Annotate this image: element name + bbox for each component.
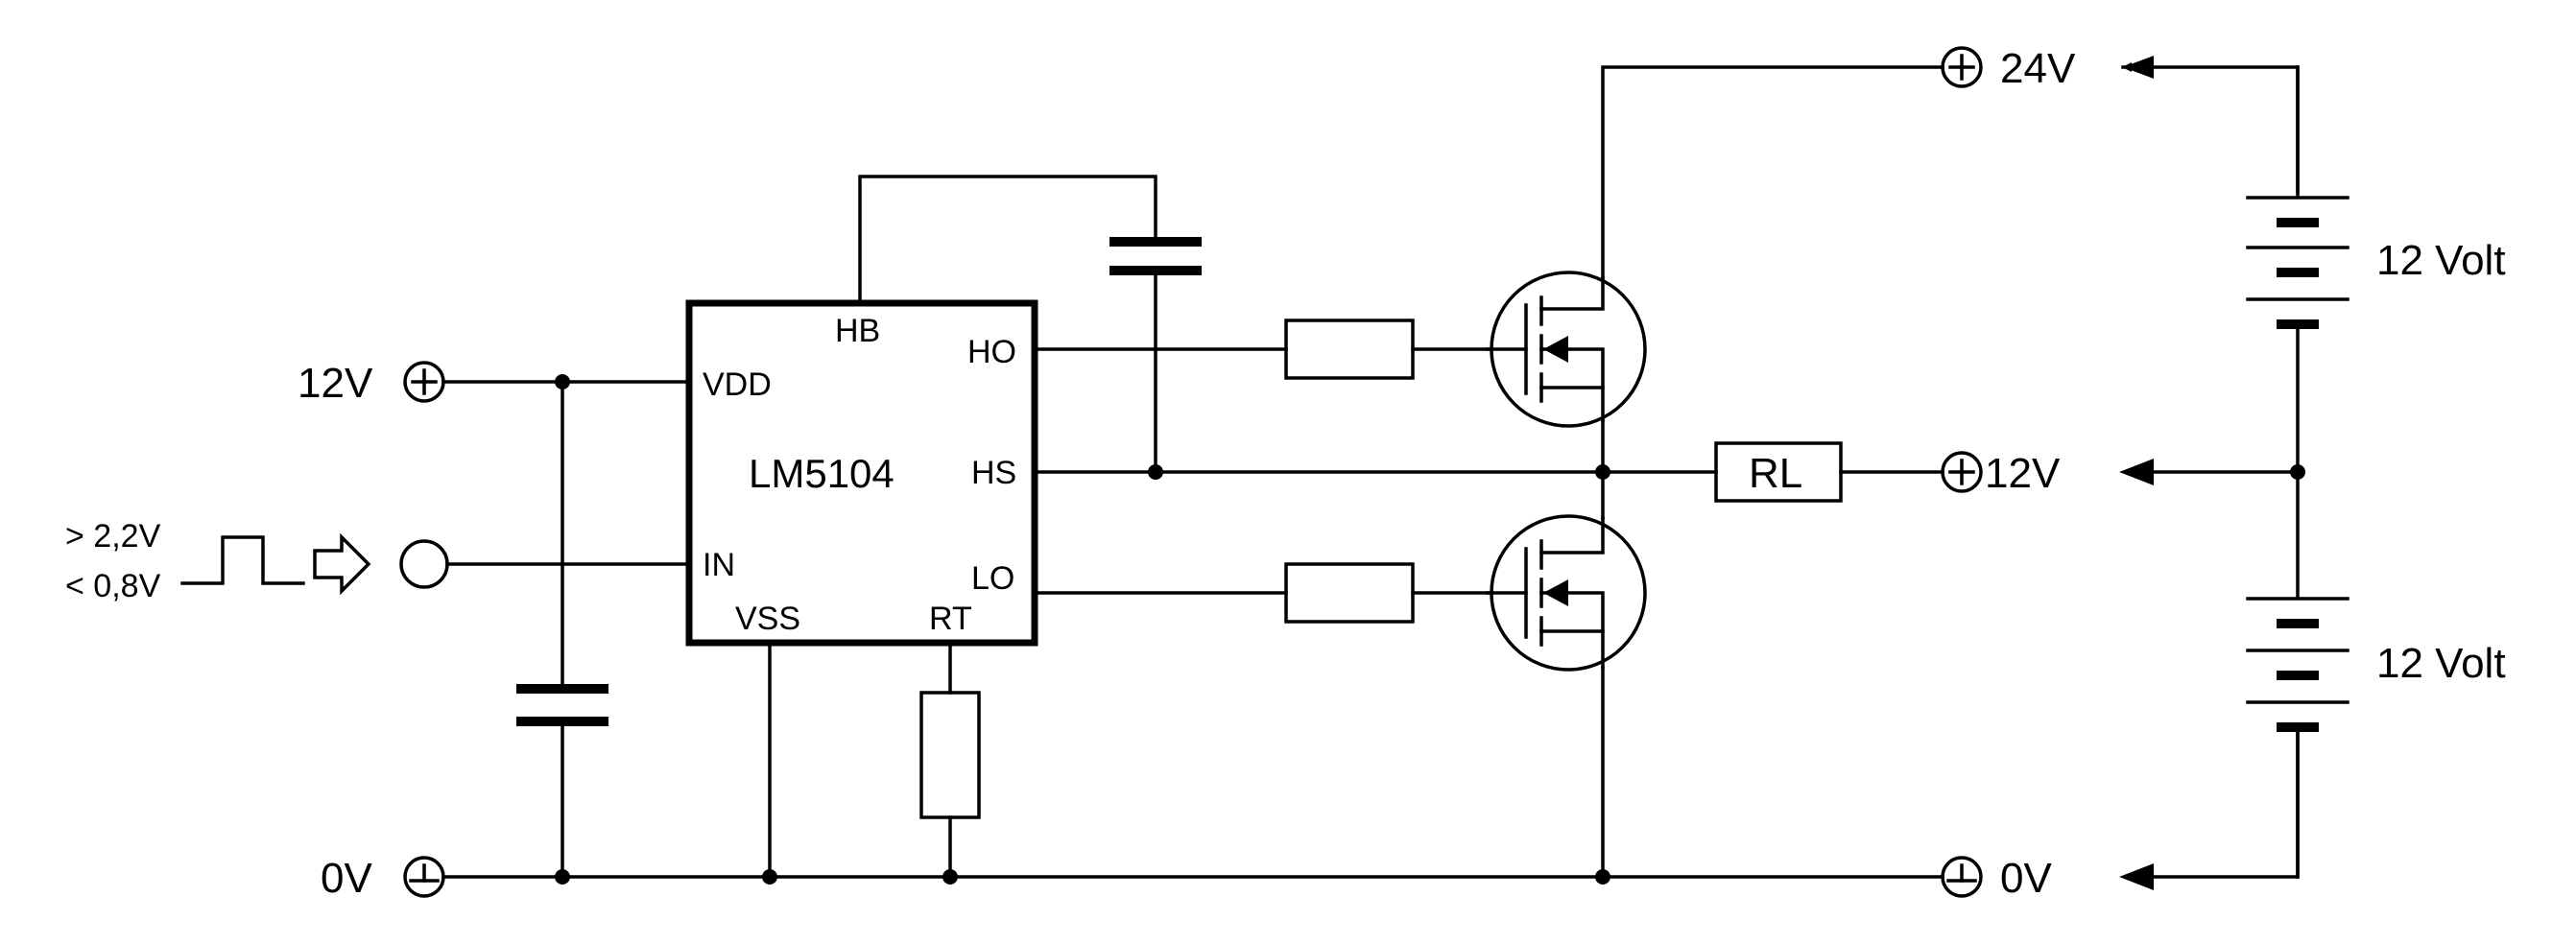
load-label: RL (1749, 450, 1802, 497)
pin-ho-label: HO (967, 334, 1016, 370)
hb-wire (858, 175, 1157, 305)
ic-name: LM5104 (749, 451, 894, 496)
arrow-12v-head-icon (2119, 459, 2154, 485)
low-gate-resistor-icon (1284, 562, 1415, 624)
plus-terminal-icon (1941, 46, 1983, 88)
arrow-24v (2121, 62, 2300, 194)
battery-bottom-icon (2246, 470, 2349, 879)
input-terminal-icon (399, 539, 449, 589)
square-pulse-icon (180, 535, 305, 585)
rail-24v-wire (1601, 65, 1944, 280)
pin-lo-label: LO (971, 560, 1014, 597)
input-high-label: > 2,2V (65, 518, 161, 555)
bootstrap-section (858, 175, 1202, 480)
rail-12v-mid-label: 12V (1985, 450, 2061, 497)
rt-resistor-icon (919, 691, 981, 819)
decoupling-capacitor-icon (516, 684, 608, 726)
plus-terminal-icon (1941, 451, 1983, 493)
input-low-label: < 0,8V (65, 568, 161, 604)
pin-vss-label: VSS (735, 601, 800, 637)
junction-dot (942, 869, 958, 885)
battery-stack: 12 Volt 12 Volt (2119, 56, 2506, 890)
pin-in-label: IN (703, 547, 735, 583)
right-terminals: 24V 12V 0V (1941, 45, 2076, 902)
bootstrap-capacitor-icon (1109, 237, 1202, 275)
high-side-mosfet-icon (1486, 271, 1647, 428)
pin-rt-label: RT (929, 601, 972, 637)
battery-bottom-label: 12 Volt (2376, 640, 2506, 687)
pin-vdd-label: VDD (703, 366, 772, 403)
junction-dot (762, 869, 777, 885)
ground-left-label: 0V (321, 855, 372, 902)
junction-dot (1595, 464, 1610, 480)
junction-dot (555, 869, 570, 885)
ground-terminal-icon (1941, 856, 1983, 898)
input-arrow-icon (313, 532, 371, 596)
arrow-24v-head-icon (2123, 56, 2154, 79)
power-rails: RL (441, 65, 1944, 885)
battery-top-label: 12 Volt (2376, 237, 2506, 284)
low-side-mosfet-icon (1486, 514, 1647, 672)
supply-12v-left-label: 12V (298, 360, 373, 407)
pin-hs-label: HS (971, 455, 1016, 491)
arrow-0v (2148, 729, 2300, 879)
left-supply-section: 12V > 2,2V < 0,8V 0V (65, 360, 691, 902)
high-gate-resistor-icon (1284, 319, 1415, 380)
lm5104-ic: LM5104 HB HO VDD HS IN LO VSS RT (685, 299, 1038, 647)
pin-hb-label: HB (835, 313, 880, 349)
arrow-0v-head-icon (2119, 863, 2154, 890)
ground-right-label: 0V (2000, 855, 2052, 902)
battery-top-icon (2246, 65, 2349, 474)
plus-terminal-icon (403, 361, 445, 403)
ground-terminal-icon (403, 856, 445, 898)
gate-drive-section (768, 319, 1718, 879)
rail-24v-label: 24V (2000, 45, 2076, 92)
